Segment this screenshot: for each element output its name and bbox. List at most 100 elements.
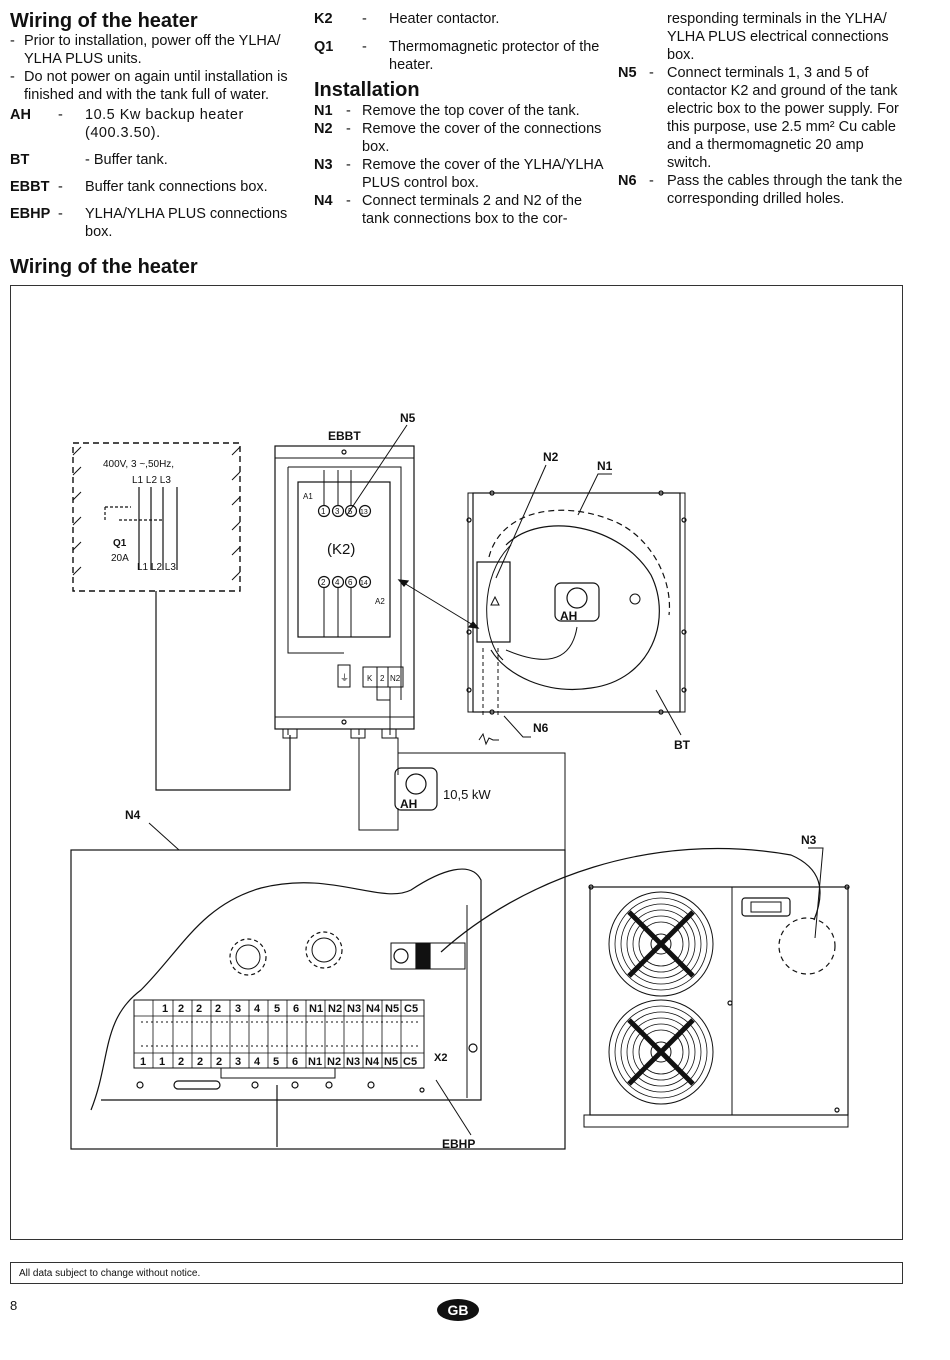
x2-terminal: 6: [292, 1056, 298, 1068]
x2-terminal: 4: [254, 1003, 261, 1015]
strip-label: N2: [390, 674, 401, 683]
ebhp-detail-frame: [70, 849, 566, 1150]
bt-label: BT: [674, 738, 691, 752]
n4-leader: [148, 822, 180, 851]
terminal-label: 5: [348, 507, 353, 516]
def-item: EBBT - Buffer tank connections box.: [10, 179, 268, 195]
x2-terminal: N3: [347, 1003, 361, 1015]
l-top-label: L1 L2 L3: [132, 475, 171, 486]
def-desc: - Buffer tank.: [85, 152, 168, 168]
def-desc: Heater contactor.: [389, 11, 500, 27]
power-supply-box: 400V, 3 ~,50Hz, L1 L2 L3 Q1 20A L1 L2 L3: [72, 442, 241, 592]
fan-bottom-icon: [608, 999, 714, 1105]
n4-label: N4: [125, 808, 141, 822]
step-item: N1 - Remove the top cover of the tank.: [314, 103, 580, 119]
def-desc: Thermomagnetic protector of the heater.: [389, 39, 600, 73]
def-term: Q1: [314, 39, 334, 55]
step-term: N6: [618, 173, 637, 189]
wiring-diagram: 400V, 3 ~,50Hz, L1 L2 L3 Q1 20A L1 L2 L3…: [70, 411, 850, 1151]
ebhp-label: EBHP: [442, 1137, 475, 1151]
x2-terminal: 1: [159, 1056, 165, 1068]
ebbt-label: EBBT: [328, 429, 361, 443]
x2-terminal: N1: [308, 1056, 322, 1068]
step-term: N3: [314, 157, 333, 173]
section-heading: Wiring of the heater: [10, 256, 198, 278]
step-term: N5: [618, 65, 637, 81]
n2-label: N2: [543, 450, 559, 464]
x2-terminal: 2: [216, 1056, 222, 1068]
column-2: K2 - Heater contactor. Q1 - Thermomagnet…: [314, 10, 604, 228]
continuation-text: responding terminals in the YLHA/ YLHA P…: [618, 10, 904, 64]
q1-label: Q1: [113, 538, 127, 549]
x2-terminal: 4: [254, 1056, 261, 1068]
n3-cable: [440, 847, 821, 953]
x2-terminal: C5: [403, 1056, 417, 1068]
a2-label: A2: [375, 597, 385, 606]
heater-ah: AH 10,5 kW: [358, 737, 566, 850]
n3-label: N3: [801, 833, 817, 847]
bullet-item: -Do not power on again until installatio…: [10, 69, 288, 103]
step-item: N2 - Remove the cover of the connections…: [314, 121, 602, 155]
x2-terminal: 3: [235, 1003, 241, 1015]
x2-terminal: N4: [366, 1003, 381, 1015]
continuation-desc: responding terminals in the YLHA/ YLHA P…: [667, 11, 889, 63]
n2-leader: [495, 464, 547, 579]
x2-terminal: 5: [273, 1056, 279, 1068]
amps-label: 20A: [111, 553, 129, 564]
wiring-heading: Wiring of the heater: [10, 10, 198, 32]
def-item: K2 - Heater contactor.: [314, 11, 500, 27]
x2-terminal: 2: [197, 1056, 203, 1068]
n1-leader: [577, 473, 612, 516]
x2-terminal: 2: [178, 1056, 184, 1068]
terminal-label: 6: [348, 578, 353, 587]
strip-label: K: [367, 674, 373, 683]
n6-label: N6: [533, 721, 549, 735]
terminal-label: 3: [335, 507, 340, 516]
terminal-label: 2: [321, 578, 326, 587]
def-item: AH - 10.5 Kw backup heater (400.3.50).: [10, 107, 244, 141]
x2-bottom-row: 1 1 2 2 2 3 4 5 6 N1 N2 N3 N4 N5 C5: [140, 1056, 417, 1068]
x2-top-row: 1 2 2 2 3 4 5 6 N1 N2 N3 N4 N5 C5: [162, 1003, 418, 1015]
x2-terminal: 2: [178, 1003, 184, 1015]
x2-terminal: N5: [384, 1056, 398, 1068]
ground-icon: ⏚: [340, 673, 349, 683]
step-item: N6 - Pass the cables through the tank th…: [618, 173, 903, 207]
x2-terminal: N3: [346, 1056, 360, 1068]
k2-bottom-terminals: 2 4 6 14: [317, 575, 372, 589]
ebbt-box: EBBT A1 A2 (K2) 1 3 5 13 2 4 6 14 ⏚: [274, 429, 415, 739]
def-desc: Buffer tank connections box.: [85, 179, 268, 195]
outdoor-unit: [583, 884, 850, 1128]
step-desc: Remove the top cover of the tank.: [362, 103, 580, 119]
def-desc: YLHA/YLHA PLUS connections box.: [85, 206, 288, 240]
supply-label: 400V, 3 ~,50Hz,: [103, 459, 174, 470]
terminal-label: 14: [360, 580, 368, 587]
def-item: Q1 - Thermomagnetic protector of the hea…: [314, 39, 600, 73]
page-number: 8: [10, 1298, 18, 1313]
x2-terminal: C5: [404, 1003, 418, 1015]
power-label: 10,5 kW: [443, 787, 491, 802]
x2-terminal: 3: [235, 1056, 241, 1068]
bullet-item: -Prior to installation, power off the YL…: [10, 33, 281, 67]
bullet-text: Do not power on again until installation…: [24, 69, 288, 103]
def-term: AH: [10, 107, 31, 123]
terminal-label: 4: [335, 578, 340, 587]
n6-leader: [503, 715, 531, 738]
x2-terminal: 1: [140, 1056, 146, 1068]
installation-heading: Installation: [314, 79, 420, 101]
x2-label: X2: [434, 1052, 447, 1064]
x2-terminal: 1: [162, 1003, 168, 1015]
step-desc: Pass the cables through the tank the cor…: [667, 173, 903, 207]
step-term: N4: [314, 193, 333, 209]
def-item: EBHP - YLHA/YLHA PLUS connections box.: [10, 206, 288, 240]
step-term: N1: [314, 103, 333, 119]
x2-terminal: N5: [385, 1003, 399, 1015]
def-term: EBHP: [10, 206, 51, 222]
x2-terminal: N4: [365, 1056, 380, 1068]
l-bottom-label: L1 L2 L3: [137, 562, 176, 573]
ebhp-detail: 1 2 2 2 3 4 5 6 N1 N2 N3 N4 N5 C5 1 1 2 …: [90, 868, 482, 1151]
supply-cable: [155, 591, 291, 791]
step-desc: Connect terminals 2 and N2 of the tank c…: [362, 193, 583, 227]
step-item: N3 - Remove the cover of the YLHA/YLHA P…: [314, 157, 603, 191]
k2-label: (K2): [327, 541, 355, 558]
bullet-text: Prior to installation, power off the YLH…: [24, 33, 281, 67]
